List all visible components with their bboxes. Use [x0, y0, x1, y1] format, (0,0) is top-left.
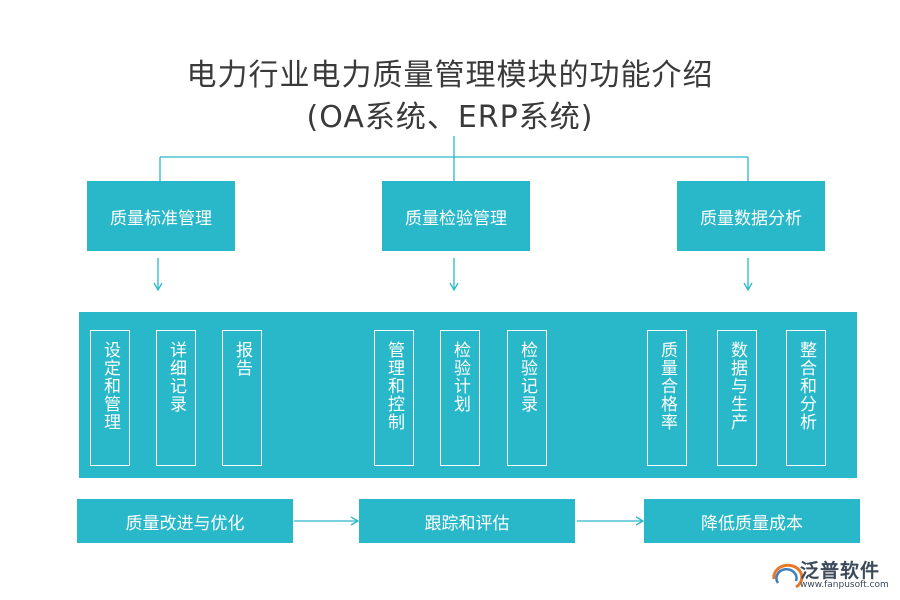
function-item: 报告	[222, 330, 262, 466]
category-box-quality-standard: 质量标准管理	[87, 181, 235, 251]
fanpu-logo-icon	[772, 563, 804, 589]
logo-name: 泛普软件	[800, 560, 881, 582]
function-item: 整合和分析	[786, 330, 826, 466]
function-item-label: 数据与生产	[727, 341, 747, 431]
function-item: 详细记录	[156, 330, 196, 466]
function-item-label: 详细记录	[166, 341, 186, 413]
diagram-title: 电力行业电力质量管理模块的功能介绍	[186, 58, 714, 93]
category-box-quality-inspection: 质量检验管理	[382, 181, 530, 251]
function-item: 质量合格率	[647, 330, 687, 466]
function-item-label: 报告	[232, 341, 252, 377]
function-item-label: 质量合格率	[657, 341, 677, 431]
category-box-quality-data: 质量数据分析	[677, 181, 825, 251]
function-item: 数据与生产	[717, 330, 757, 466]
logo-url: www.fanpusoft.com	[800, 580, 889, 590]
function-item-label: 设定和管理	[100, 341, 120, 431]
function-item-label: 检验计划	[450, 341, 470, 413]
function-item: 检验计划	[440, 330, 480, 466]
function-item: 检验记录	[507, 330, 547, 466]
function-item-label: 检验记录	[517, 341, 537, 413]
flow-box-cost-reduction: 降低质量成本	[644, 499, 860, 543]
function-item-label: 整合和分析	[796, 341, 816, 431]
function-item: 管理和控制	[374, 330, 414, 466]
flow-box-improvement: 质量改进与优化	[77, 499, 293, 543]
function-item-label: 管理和控制	[384, 341, 404, 431]
flow-box-tracking: 跟踪和评估	[359, 499, 575, 543]
function-item: 设定和管理	[90, 330, 130, 466]
functions-band	[79, 312, 857, 478]
diagram-subtitle: (OA系统、ERP系统)	[306, 100, 594, 135]
